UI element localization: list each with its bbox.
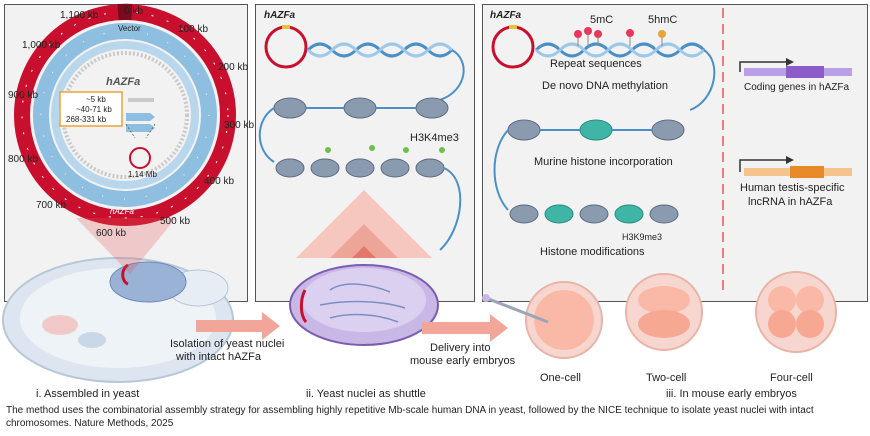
lncrna-label-1: Human testis-specific — [740, 182, 845, 194]
plasmid-2 — [264, 25, 308, 69]
repeat-box-line-1: ~5 kb — [86, 95, 106, 104]
murine-histone-label: Murine histone incorporation — [534, 156, 673, 168]
h3k4me3-marks — [325, 145, 445, 153]
delivery-label-1: Delivery into — [430, 342, 491, 354]
yac-circle — [129, 147, 151, 169]
step-3-label: iii. In mouse early embryos — [666, 388, 797, 400]
modified-nucleosomes — [509, 204, 679, 224]
arrow-delivery — [422, 314, 508, 342]
hazfa-ring: hAZFa — [110, 207, 135, 216]
repeat-box-line-3: 268-331 kb — [66, 115, 107, 124]
yeast-cell — [2, 257, 234, 383]
kb-600: 600 kb — [96, 228, 127, 239]
vector-label: Vector — [118, 24, 141, 33]
arrow-segments — [125, 98, 156, 139]
kb-400: 400 kb — [204, 176, 235, 187]
lncrna-track — [739, 156, 852, 178]
coding-genes-label: Coding genes in hAZFa — [744, 82, 850, 93]
circle-size: 1.14 Mb — [128, 170, 157, 179]
repeat-sequences-label: Repeat sequences — [550, 58, 642, 70]
kb-200: 200 kb — [218, 62, 249, 73]
hazfa-panel2: hAZFa — [264, 10, 296, 21]
zoom-cone — [76, 218, 176, 274]
lncrna-label-2: lncRNA in hAZFa — [748, 196, 833, 208]
yeast-nucleus — [289, 264, 439, 346]
h3k4me3-label: H3K4me3 — [410, 132, 459, 144]
kb-1100: 1,100 kb — [60, 10, 99, 21]
label-5hmc: 5hmC — [648, 14, 678, 26]
four-cell-label: Four-cell — [770, 372, 813, 384]
contact-map — [296, 190, 432, 258]
repeat-box — [59, 91, 123, 127]
step-1-label: i. Assembled in yeast — [36, 388, 140, 400]
label-5mc: 5mC — [590, 14, 614, 26]
kb-700: 700 kb — [36, 200, 67, 211]
delivery-label-2: mouse early embryos — [410, 355, 516, 367]
linker-left — [258, 107, 275, 163]
h3k9me3-label: H3K9me3 — [622, 232, 663, 242]
figure-caption: The method uses the combinatorial assemb… — [6, 405, 814, 429]
nucleosomes-row2 — [275, 158, 445, 178]
two-cell-embryo — [625, 273, 703, 351]
arrow-isolation — [196, 312, 280, 340]
methylation-marks — [574, 27, 666, 46]
dna-helix-3 — [534, 42, 716, 111]
dna-helix-2 — [306, 42, 465, 101]
coding-gene-track — [739, 58, 852, 78]
kb-800: 800 kb — [8, 154, 39, 165]
plasmid-3 — [491, 25, 535, 69]
one-cell-label: One-cell — [540, 372, 581, 384]
kb-100: 100 kb — [178, 24, 209, 35]
hazfa-inner: hAZFa — [106, 76, 141, 88]
two-cell-label: Two-cell — [646, 372, 687, 384]
kb-900: 900 kb — [8, 90, 39, 101]
dna-tail-2 — [439, 167, 462, 251]
histone-modifications-label: Histone modifications — [540, 246, 645, 258]
step-2-label: ii. Yeast nuclei as shuttle — [306, 388, 426, 400]
nucleosomes-row1 — [273, 97, 449, 119]
de-novo-methylation-label: De novo DNA methylation — [542, 80, 668, 92]
circular-map — [14, 3, 236, 226]
kb-300: 300 kb — [224, 120, 255, 131]
kb-1000: 1,000 kb — [22, 40, 61, 51]
kb-0: 0 kb — [124, 6, 143, 17]
kb-500: 500 kb — [160, 216, 191, 227]
hazfa-panel3: hAZFa — [490, 10, 522, 21]
isolation-label-1: Isolation of yeast nuclei — [170, 338, 285, 350]
one-cell-embryo — [482, 281, 603, 359]
murine-nucleosomes — [493, 119, 685, 211]
isolation-label-2: with intact hAZFa — [176, 351, 261, 363]
repeat-box-line-2: ~40-71 kb — [76, 105, 112, 114]
four-cell-embryo — [755, 271, 837, 353]
